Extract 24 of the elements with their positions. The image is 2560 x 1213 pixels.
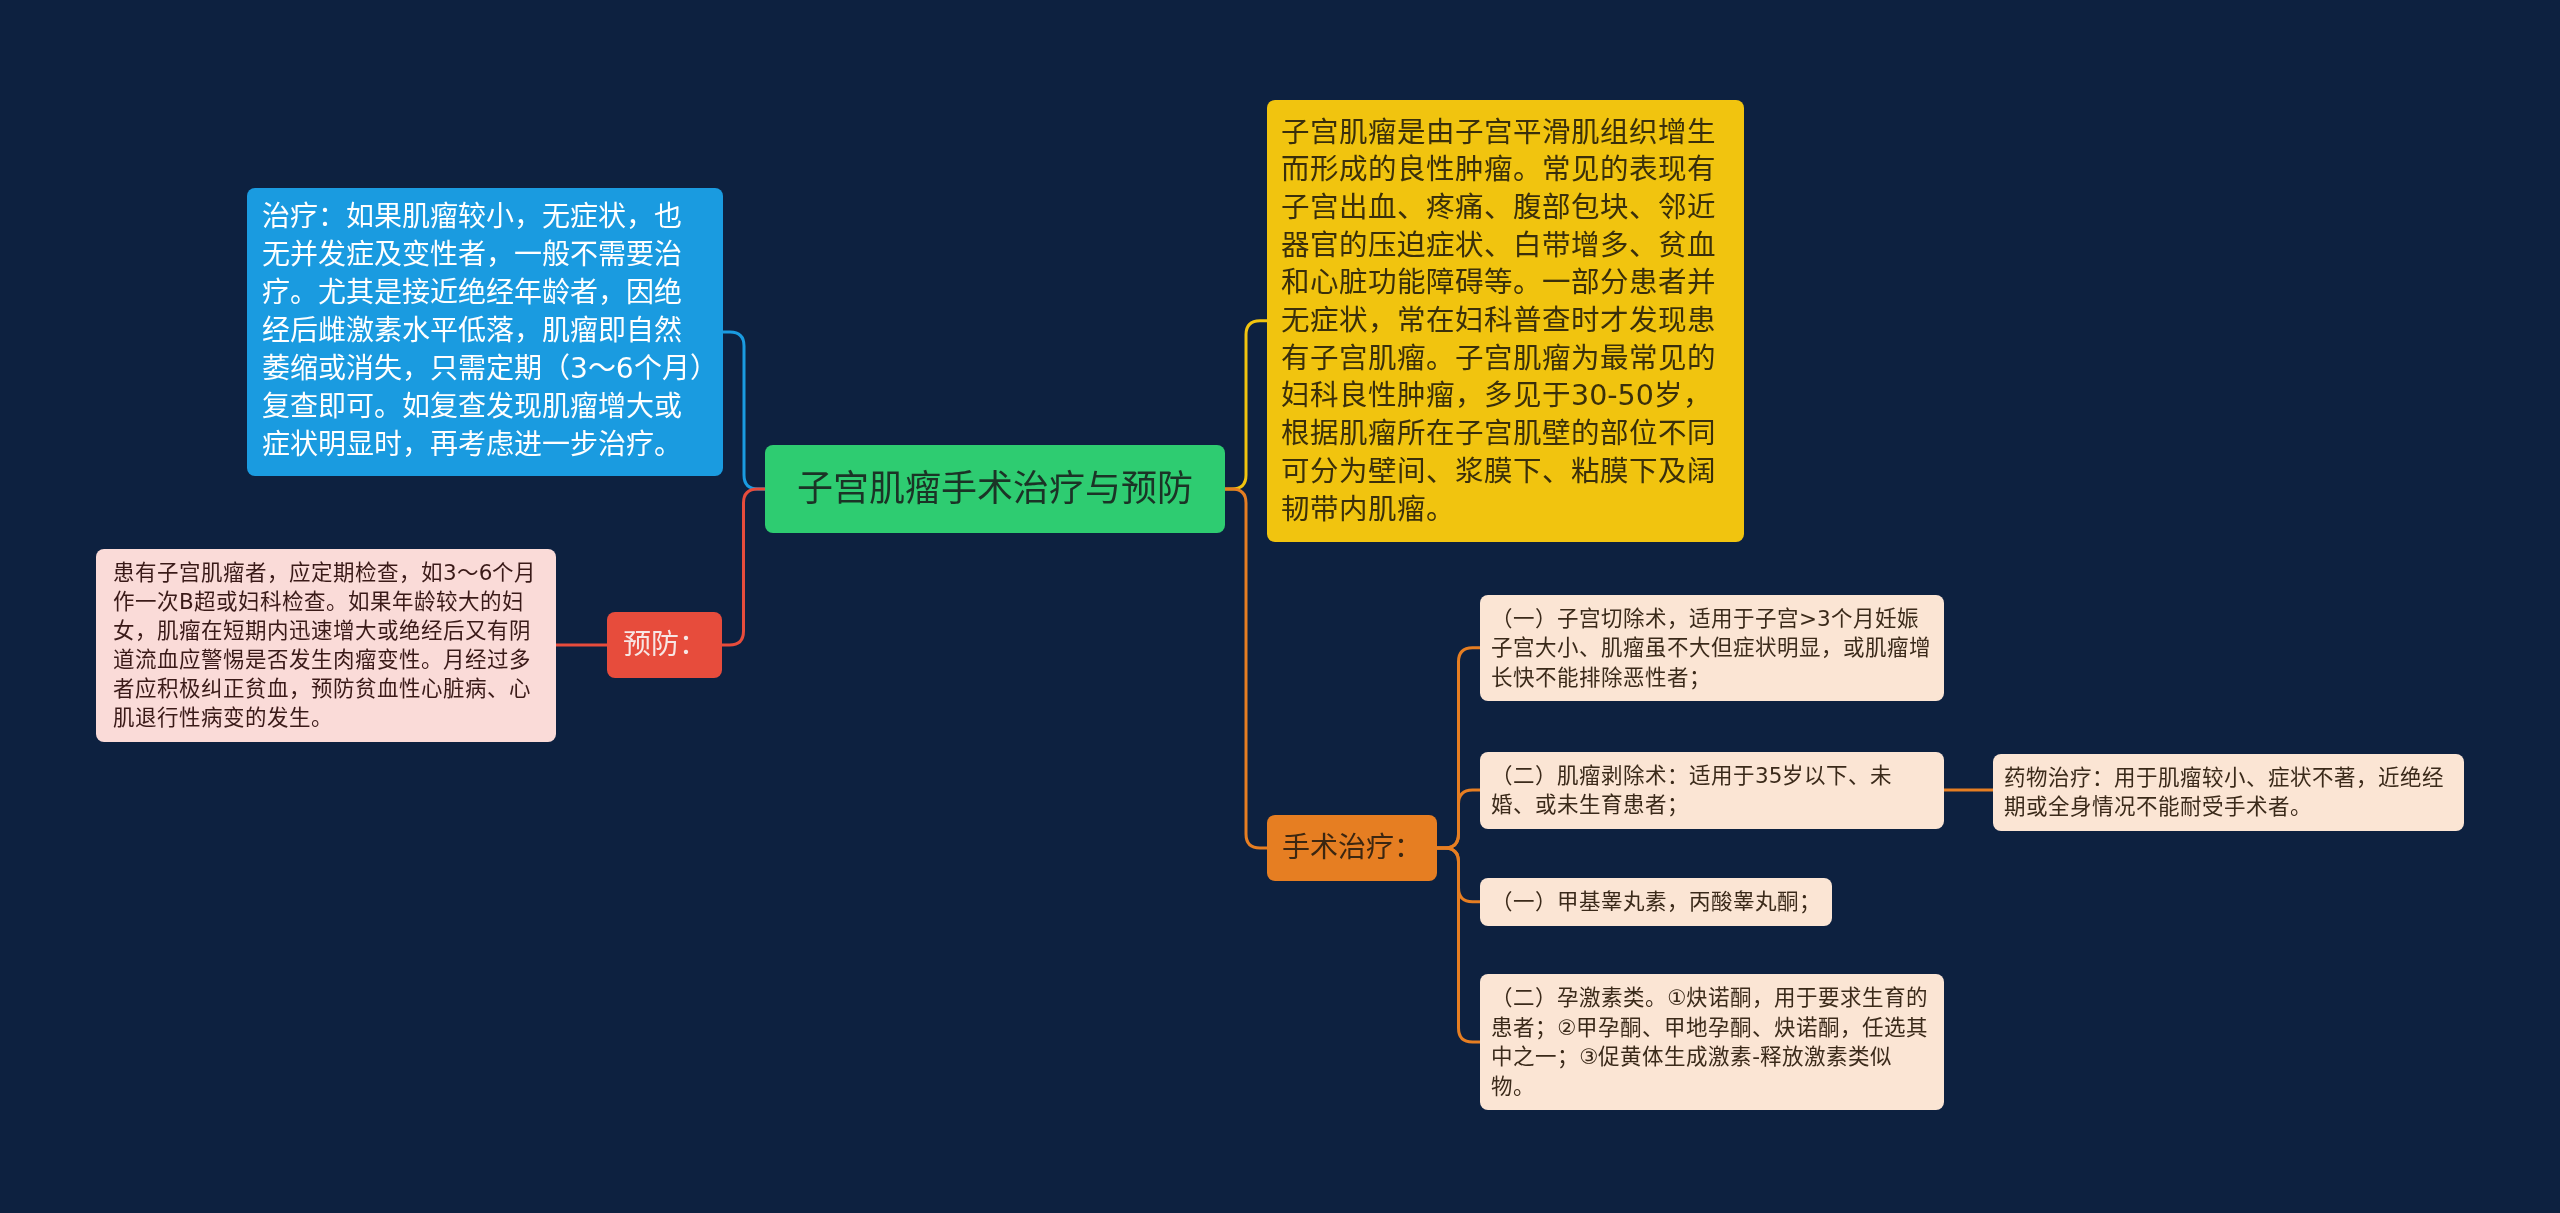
branch-box <box>607 612 722 678</box>
subtopic-text: （一）子宫切除术，适用于子宫>3个月妊娠子宫大小、肌瘤虽不大但症状明显，或肌瘤增长快不能排除恶性者； <box>1491 604 1932 692</box>
topic-text: 子宫肌瘤是由子宫平滑肌组织增生而形成的良性肿瘤。常见的表现有子宫出血、疼痛、腹部包块、邻近器官的压迫症状、白带增多、贫血和心脏功能障碍等。一部分患者并无症状，常在妇科普查时才发现患有子宫肌瘤。子宫肌瘤为最常见的妇科良性肿瘤，多见于30-50岁，根据肌瘤所在子宫肌壁的部位不同可分为壁间、浆膜下、粘膜下及阔韧带内肌瘤。 <box>1281 114 1717 528</box>
subtopic-card <box>1480 878 1832 926</box>
connector-line <box>1437 846 1480 1044</box>
connector-line <box>556 643 607 647</box>
subtopic-card <box>1993 753 2464 831</box>
subtopic-card <box>1480 594 1944 701</box>
subtopic-text: 患有子宫肌瘤者，应定期检查，如3～6个月作一次B超或妇科检查。如果年龄较大的妇女，肌瘤在短期内迅速增大或绝经后又有阴道流血应警惕是否发生肉瘤变性。月经过多者应积极纠正贫血，预防贫血性心脏病、心肌退行性病变的发生。 <box>113 558 538 732</box>
topic-text: 治疗：如果肌瘤较小，无症状，也无并发症及变性者，一般不需要治疗。尤其是接近绝经年龄者，因绝经后雌激素水平低落，肌瘤即自然萎缩或消失，只需定期（3～6个月）复查即可。如复查发现肌瘤增大或症状明显时，再考虑进一步治疗。 <box>262 199 705 463</box>
subtopic-card <box>1480 974 1944 1110</box>
branch-box <box>1267 815 1437 881</box>
subtopic-text: （二）孕激素类。①炔诺酮，用于要求生育的患者；②甲孕酮、甲地孕酮、炔诺酮，任选其中之一；③促黄体生成激素-释放激素类似物。 <box>1491 984 1930 1101</box>
subtopic-card <box>96 548 556 742</box>
subtopic-text: （二）肌瘤剥除术：适用于35岁以下、未婚、或未生育患者； <box>1491 761 1894 819</box>
branch-text: 预防： <box>622 628 707 662</box>
connector-line <box>722 487 765 647</box>
branch-text: 手术治疗： <box>1282 831 1422 865</box>
subtopic-text: （一）甲基睾丸素，丙酸睾丸酮； <box>1491 888 1821 916</box>
central-topic-box <box>765 445 1225 533</box>
connector-line <box>1944 788 1993 792</box>
subtopic-card <box>1480 751 1944 829</box>
central-topic-text: 子宫肌瘤手术治疗与预防 <box>797 467 1193 511</box>
subtopic-text: 药物治疗：用于肌瘤较小、症状不著，近绝经期或全身情况不能耐受手术者。 <box>2004 763 2445 821</box>
